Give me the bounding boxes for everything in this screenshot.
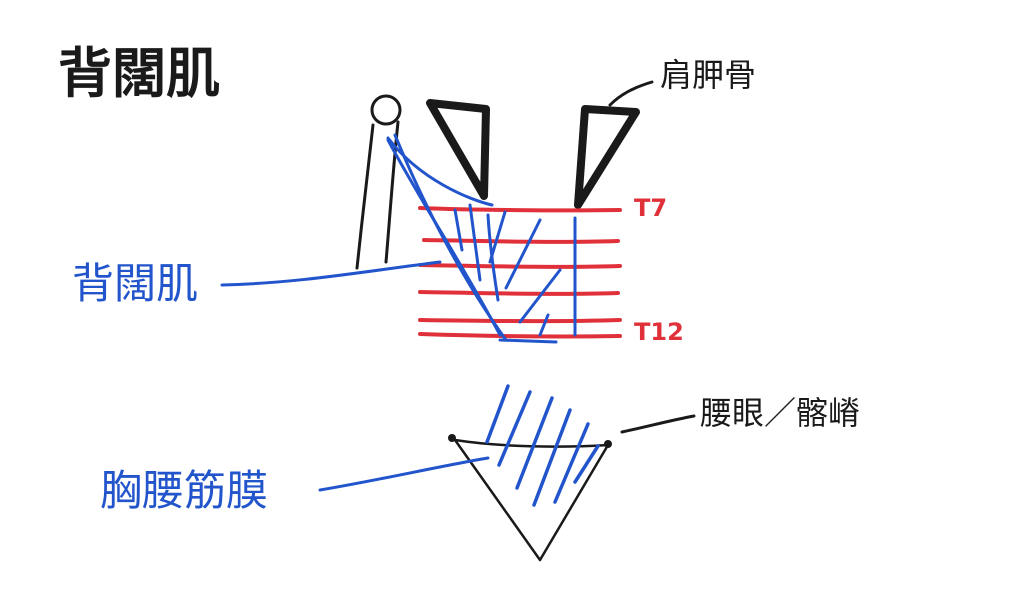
fiber-11 xyxy=(538,313,550,337)
fascia-leader-line xyxy=(318,456,490,492)
t12-label: T12 xyxy=(634,318,684,346)
iliac-crest-label: 腰眼／髂嵴 xyxy=(700,394,860,432)
level-line-1 xyxy=(418,206,622,213)
hatch-1 xyxy=(485,384,510,444)
fiber-9 xyxy=(518,268,562,324)
humerus-head xyxy=(370,94,402,126)
fascia-top-edge xyxy=(454,438,609,448)
fascia-left-point xyxy=(448,434,456,442)
fascia-hatching xyxy=(485,384,600,507)
humerus-shaft-left xyxy=(355,123,375,270)
hatch-3 xyxy=(515,396,554,490)
fascia-outline xyxy=(453,439,610,562)
scapula-label: 肩胛骨 xyxy=(660,56,756,94)
iliac-leader-line xyxy=(620,414,696,434)
vertebra-levels xyxy=(418,206,622,339)
fiber-3 xyxy=(393,133,508,342)
fiber-6 xyxy=(486,213,500,302)
thoracolumbar-fascia xyxy=(448,384,612,562)
hatch-5 xyxy=(553,422,590,504)
scapula-left xyxy=(426,99,490,200)
title-label: 背闊肌 xyxy=(58,42,220,105)
hatch-2 xyxy=(497,390,532,467)
latissimus-label: 背闊肌 xyxy=(72,259,198,308)
fiber-1 xyxy=(386,136,494,207)
fiber-5 xyxy=(468,203,482,282)
hatch-4 xyxy=(532,408,572,507)
level-line-3 xyxy=(418,263,622,269)
fascia-right-point xyxy=(604,440,612,448)
level-line-4 xyxy=(418,290,620,296)
latissimus-fibers xyxy=(386,133,577,344)
t7-label: T7 xyxy=(634,194,667,222)
humerus xyxy=(355,94,402,270)
scapulae xyxy=(426,99,640,209)
fascia-label: 胸腰筋膜 xyxy=(100,466,268,515)
scapula-right xyxy=(574,105,640,209)
fiber-12 xyxy=(498,338,558,344)
hatch-6 xyxy=(573,444,600,484)
fiber-7 xyxy=(488,210,507,264)
fiber-8 xyxy=(504,218,542,290)
fiber-4 xyxy=(453,208,464,252)
level-line-2 xyxy=(422,238,620,244)
scapula-leader-line xyxy=(608,80,654,107)
level-line-6 xyxy=(418,332,622,339)
latissimus-leader-line xyxy=(220,260,442,287)
